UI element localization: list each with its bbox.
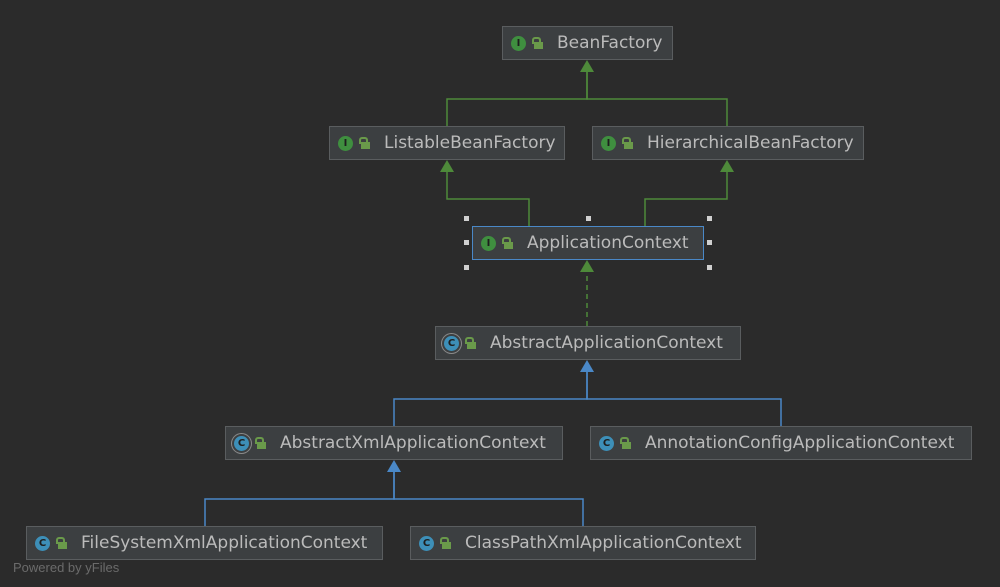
node-label: FileSystemXmlApplicationContext bbox=[81, 533, 368, 553]
node-label: AnnotationConfigApplicationContext bbox=[645, 433, 955, 453]
inheritance-arrowhead bbox=[720, 160, 734, 172]
inheritance-arrowhead bbox=[387, 460, 401, 472]
watermark: Powered by yFiles bbox=[13, 560, 120, 575]
selection-handle[interactable] bbox=[707, 265, 712, 270]
inheritance-arrowhead bbox=[440, 160, 454, 172]
public-lock-icon bbox=[531, 37, 543, 49]
node-label: ApplicationContext bbox=[527, 233, 689, 253]
class-icon: C bbox=[419, 535, 434, 551]
node-label: AbstractXmlApplicationContext bbox=[280, 433, 546, 453]
public-lock-icon bbox=[621, 137, 633, 149]
class-icon: C bbox=[35, 535, 50, 551]
inheritance-arrowhead bbox=[580, 360, 594, 372]
node-abstract-xml-application-context[interactable]: C AbstractXmlApplicationContext bbox=[225, 426, 563, 460]
node-label: AbstractApplicationContext bbox=[490, 333, 723, 353]
abstract-class-icon: C bbox=[234, 435, 249, 451]
edge-extends-interface bbox=[446, 72, 588, 126]
inheritance-arrowhead bbox=[580, 60, 594, 72]
class-icon: C bbox=[599, 435, 614, 451]
node-label: BeanFactory bbox=[557, 33, 663, 53]
node-hierarchical-bean-factory[interactable]: I HierarchicalBeanFactory bbox=[592, 126, 864, 160]
edge-extends-interface bbox=[644, 172, 728, 226]
inheritance-arrowhead bbox=[580, 260, 594, 272]
node-label: ClassPathXmlApplicationContext bbox=[465, 533, 742, 553]
node-bean-factory[interactable]: I BeanFactory bbox=[502, 26, 673, 60]
selection-handle[interactable] bbox=[586, 216, 591, 221]
edge-extends-interface bbox=[446, 172, 530, 226]
node-annotation-config-application-context[interactable]: C AnnotationConfigApplicationContext bbox=[590, 426, 972, 460]
node-label: ListableBeanFactory bbox=[384, 133, 556, 153]
edge-extends-interface bbox=[586, 72, 728, 126]
edge-extends-class bbox=[393, 472, 584, 526]
edge-extends-class bbox=[393, 372, 588, 426]
node-label: HierarchicalBeanFactory bbox=[647, 133, 854, 153]
selection-handle[interactable] bbox=[464, 216, 469, 221]
public-lock-icon bbox=[358, 137, 370, 149]
node-listable-bean-factory[interactable]: I ListableBeanFactory bbox=[329, 126, 565, 160]
selection-handle[interactable] bbox=[707, 216, 712, 221]
node-abstract-application-context[interactable]: C AbstractApplicationContext bbox=[435, 326, 741, 360]
interface-icon: I bbox=[481, 235, 496, 251]
interface-icon: I bbox=[601, 135, 616, 151]
node-class-path-xml-application-context[interactable]: C ClassPathXmlApplicationContext bbox=[410, 526, 756, 560]
public-lock-icon bbox=[254, 437, 266, 449]
edge-extends-class bbox=[586, 372, 782, 426]
abstract-class-icon: C bbox=[444, 335, 459, 351]
public-lock-icon bbox=[464, 337, 476, 349]
public-lock-icon bbox=[501, 237, 513, 249]
node-file-system-xml-application-context[interactable]: C FileSystemXmlApplicationContext bbox=[26, 526, 383, 560]
public-lock-icon bbox=[439, 537, 451, 549]
node-application-context[interactable]: I ApplicationContext bbox=[472, 226, 704, 260]
interface-icon: I bbox=[511, 35, 526, 51]
edge-extends-class bbox=[204, 472, 395, 526]
public-lock-icon bbox=[55, 537, 67, 549]
interface-icon: I bbox=[338, 135, 353, 151]
public-lock-icon bbox=[619, 437, 631, 449]
selection-handle[interactable] bbox=[464, 265, 469, 270]
selection-handle[interactable] bbox=[464, 240, 469, 245]
selection-handle[interactable] bbox=[707, 240, 712, 245]
